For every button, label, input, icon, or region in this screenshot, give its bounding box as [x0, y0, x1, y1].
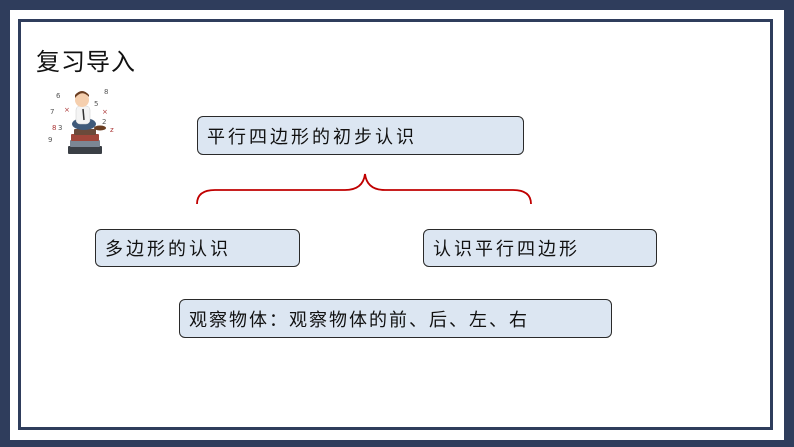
svg-text:7: 7 [50, 108, 54, 116]
slide-frame [18, 19, 773, 430]
curly-brace-connector [196, 173, 532, 205]
svg-text:z: z [110, 126, 114, 134]
svg-text:8: 8 [104, 88, 108, 96]
note-box: 观察物体：观察物体的前、后、左、右 [179, 299, 612, 338]
child-topic-label-1: 多边形的认识 [105, 239, 231, 260]
slide-title: 复习导入 [36, 48, 136, 76]
child-topic-label-2: 认识平行四边形 [433, 239, 580, 260]
note-label: 观察物体：观察物体的前、后、左、右 [189, 309, 529, 331]
svg-text:5: 5 [94, 100, 98, 108]
svg-text:9: 9 [48, 136, 52, 144]
child-topic-box-2: 认识平行四边形 [423, 229, 657, 267]
svg-text:6: 6 [56, 92, 61, 100]
svg-text:×: × [64, 106, 70, 114]
root-topic-label: 平行四边形的初步认识 [207, 126, 417, 148]
root-topic-box: 平行四边形的初步认识 [197, 116, 524, 155]
svg-text:3: 3 [58, 124, 62, 132]
svg-text:8: 8 [52, 124, 56, 132]
child-topic-box-1: 多边形的认识 [95, 229, 300, 267]
svg-text:×: × [102, 108, 108, 116]
svg-text:2: 2 [102, 118, 106, 126]
